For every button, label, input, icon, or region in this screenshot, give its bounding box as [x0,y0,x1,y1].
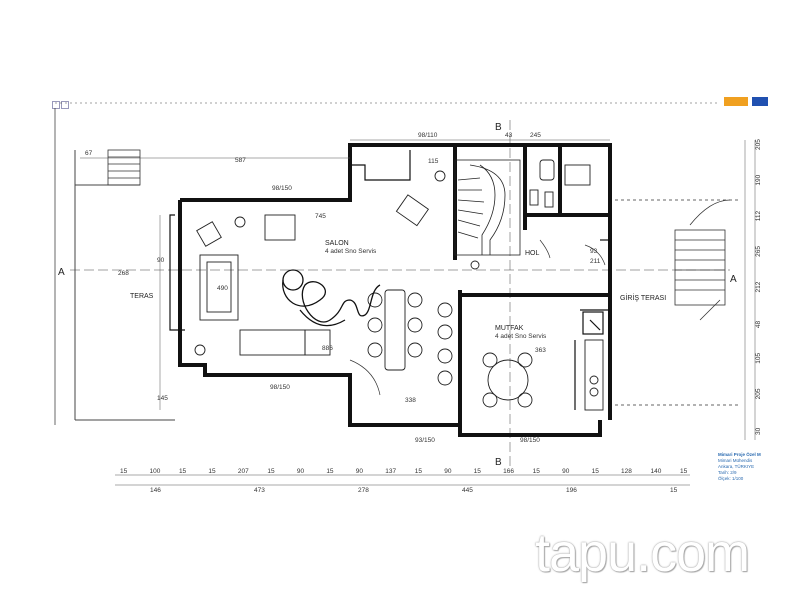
dim-bottom-1-4: 207 [238,468,249,475]
dim-bottom-1-15: 90 [562,468,570,475]
fit-icon[interactable] [61,101,69,109]
orange-tab-button[interactable] [724,97,748,106]
info-line-0: Mimari Proje Özel M [718,452,761,457]
side-stair [107,149,141,186]
room-teras: TERAS [130,293,154,300]
section-b-bottom: B [495,457,502,468]
main-staircase [454,159,521,256]
dim-left-1: 145 [157,395,168,402]
dim-int-5: 338 [405,397,416,404]
room-salon: SALON [325,240,349,247]
inner-walls [169,150,610,410]
dimension-lines [80,139,756,486]
dim-right-8: 30 [755,427,762,435]
info-line-4: Ölçek: 1/100 [718,476,744,481]
dim-bottom-2-0: 146 [150,487,161,494]
dim-bottom-1-3: 15 [208,468,216,475]
dim-top-6: 245 [530,132,541,139]
dim-right-2: 112 [755,211,762,222]
section-a-left: A [58,267,65,278]
dim-int-3: 886 [322,345,333,352]
dim-int-6: 93 [590,248,598,255]
dim-bot-label-1: 93/150 [415,437,435,444]
salon-note: 4 adet Sno Servis [325,248,377,255]
dim-bottom-1-0: 15 [120,468,128,475]
dim-top-5: 43 [505,132,513,139]
dim-bot-label-0: 98/150 [270,384,290,391]
dim-int-1: 268 [118,270,129,277]
dim-bot-label-2: 98/150 [520,437,540,444]
dim-right-1: 190 [755,174,762,185]
dim-bottom-1-14: 15 [533,468,541,475]
viewer-controls [52,96,70,114]
section-a-right: A [730,274,737,285]
room-hol: HOL [525,250,540,257]
dim-int-0: 745 [315,213,326,220]
dim-bottom-1-7: 15 [326,468,334,475]
dim-right-0: 205 [755,139,762,150]
dim-right-6: 105 [755,353,762,364]
dim-int-4: 363 [535,347,546,354]
dim-bottom-2-1: 473 [254,487,265,494]
dim-bottom-1-13: 166 [503,468,514,475]
dim-bottom-1-1: 100 [149,468,160,475]
info-line-1: Mimari Mühendis [718,458,753,463]
zoom-icon[interactable] [52,101,60,109]
dim-top-1: 587 [235,157,246,164]
info-line-2: Ankara, TÜRKIYE [718,464,755,469]
blue-tab-button[interactable] [752,97,768,106]
section-b-top: B [495,122,502,133]
dim-int-2: 490 [217,285,228,292]
dim-left-0: 90 [157,257,165,264]
dim-right-3: 265 [755,246,762,257]
dim-int-7: 211 [590,258,601,265]
signature-scribble [282,269,381,327]
dim-bottom-1-5: 15 [267,468,275,475]
dim-bottom-1-12: 15 [474,468,482,475]
dim-bottom-1-19: 15 [680,468,688,475]
dim-bottom-1-9: 137 [385,468,396,475]
dim-bottom-2-5: 15 [670,487,678,494]
bottom-dimension-row-2: 146 473 278 445 196 15 [150,487,678,494]
dim-bottom-1-8: 90 [356,468,364,475]
dim-bottom-1-17: 128 [621,468,632,475]
dim-bottom-1-10: 15 [415,468,423,475]
dim-bottom-1-2: 15 [179,468,187,475]
dim-bottom-1-6: 90 [297,468,305,475]
dim-right-4: 212 [755,281,762,292]
furniture [194,159,604,411]
room-mutfak: MUTFAK [495,325,524,332]
entrance-stair [615,199,740,406]
dim-bottom-1-11: 90 [444,468,452,475]
dim-bottom-2-2: 278 [358,487,369,494]
doors [349,239,606,396]
dim-right-7: 205 [755,388,762,399]
dim-top-0: 67 [85,150,93,157]
info-line-3: Tarih: 2/9 [718,470,737,475]
dim-right-5: 48 [755,321,762,329]
dim-bottom-2-3: 445 [462,487,473,494]
dim-bottom-2-4: 196 [566,487,577,494]
watermark: tapu.com [535,523,750,583]
dim-top-4: 115 [428,158,439,165]
project-info-panel: Mimari Proje Özel M Mimari Mühendis Anka… [718,452,780,482]
dim-top-2: 98/150 [272,185,292,192]
dim-top-7: 98/110 [418,132,438,139]
bottom-dimension-row-1: 15 100 15 15 207 15 90 15 90 137 15 90 15 166 15 90 15 12… [120,468,688,475]
room-giris-teras: GİRİŞ TERASI [620,293,666,302]
right-dimension-column: 205 190 112 265 212 48 105 205 30 [755,139,762,435]
dim-bottom-1-16: 15 [592,468,600,475]
dim-bottom-1-18: 140 [651,468,662,475]
mutfak-note: 4 adet Sno Servis [495,333,547,340]
